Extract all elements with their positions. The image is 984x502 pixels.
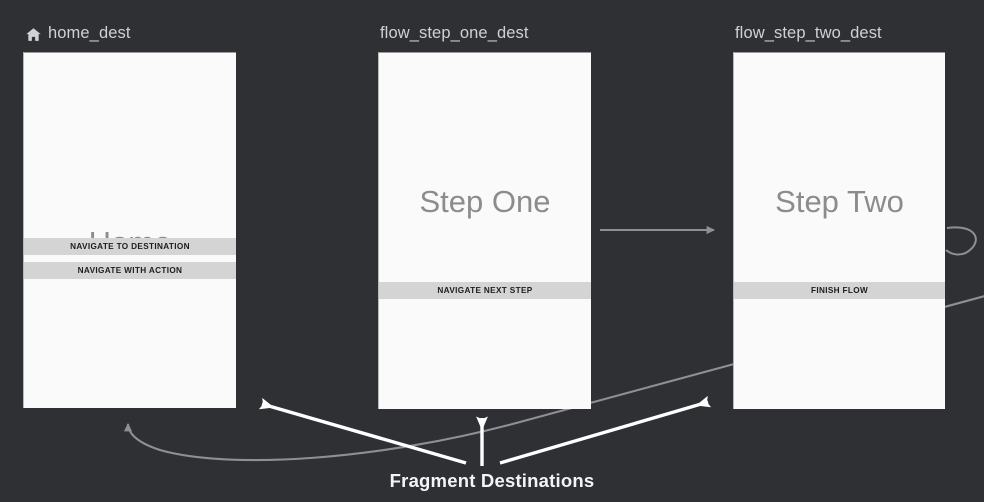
destination-label-text: flow_step_one_dest bbox=[380, 23, 529, 42]
annotation-label: Fragment Destinations bbox=[389, 470, 595, 491]
destination-flow_step_one_dest[interactable]: flow_step_one_dest Step One NAVIGATE NEX… bbox=[378, 22, 591, 409]
destination-label-text: flow_step_two_dest bbox=[735, 23, 882, 42]
destination-home_dest[interactable]: home_dest Home NAVIGATE TO DESTINATION N… bbox=[23, 22, 236, 408]
destination-card-home_dest[interactable]: Home NAVIGATE TO DESTINATION NAVIGATE WI… bbox=[23, 52, 236, 408]
button-navigate-next-step[interactable]: NAVIGATE NEXT STEP bbox=[379, 282, 591, 299]
button-navigate-to-destination[interactable]: NAVIGATE TO DESTINATION bbox=[24, 238, 236, 255]
destination-card-flow_step_two_dest[interactable]: Step Two FINISH FLOW bbox=[733, 52, 945, 409]
card-title: Step One bbox=[419, 184, 551, 219]
destination-flow_step_two_dest[interactable]: flow_step_two_dest Step Two FINISH FLOW bbox=[733, 22, 945, 409]
destination-label-text: home_dest bbox=[48, 23, 131, 42]
card-title: Step Two bbox=[775, 184, 904, 219]
destination-label-home_dest: home_dest bbox=[23, 22, 236, 44]
home-icon bbox=[25, 26, 42, 43]
destination-label-flow_step_one_dest: flow_step_one_dest bbox=[378, 22, 591, 44]
destination-label-flow_step_two_dest: flow_step_two_dest bbox=[733, 22, 945, 44]
destination-card-flow_step_one_dest[interactable]: Step One NAVIGATE NEXT STEP bbox=[378, 52, 591, 409]
button-navigate-with-action[interactable]: NAVIGATE WITH ACTION bbox=[24, 262, 236, 279]
button-finish-flow[interactable]: FINISH FLOW bbox=[734, 282, 945, 299]
